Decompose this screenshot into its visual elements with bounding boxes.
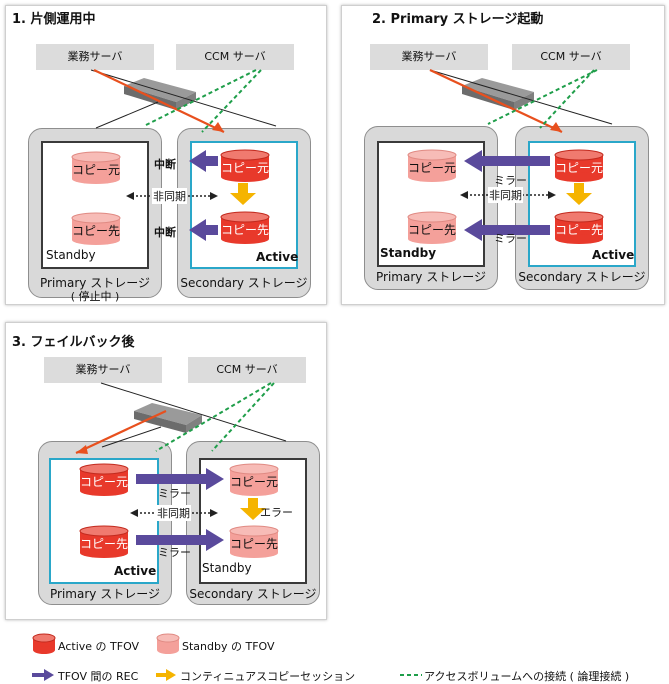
ccm-server: CCM サーバ xyxy=(188,357,306,383)
disk-label: コピー元 xyxy=(229,475,278,489)
standby-state: Standby xyxy=(380,246,437,260)
rec-label-bottom: ミラー xyxy=(494,232,527,245)
async-label: 非同期 xyxy=(156,505,191,521)
copy-source-disk: コピー元 xyxy=(406,149,458,183)
legend-standby-label: Standby の TFOV xyxy=(182,640,275,653)
primary-storage-sublabel: ( 停止中 ) xyxy=(70,290,120,303)
legend-standby-disk-icon xyxy=(156,633,180,655)
active-state: Active xyxy=(592,248,635,262)
disk-label: コピー元 xyxy=(554,161,603,175)
error-label: エラー xyxy=(260,506,293,519)
disk-label: コピー先 xyxy=(229,537,278,551)
legend-access-label: アクセスボリュームへの接続 ( 論理接続 ) xyxy=(424,670,630,683)
disk-label: コピー先 xyxy=(79,537,128,551)
panel-one-sided-operation: 1. 片側運用中 業務サーバ CCM サーバ コピー元 xyxy=(5,5,327,305)
copy-arrow-icon xyxy=(156,669,176,681)
copy-target-disk-active: コピー先 xyxy=(78,525,130,559)
active-state: Active xyxy=(114,564,157,578)
panel-title: 3. フェイルバック後 xyxy=(12,335,135,350)
copy-target-disk: コピー先 xyxy=(406,211,458,245)
disk-label: コピー先 xyxy=(71,224,120,238)
primary-storage-label: Primary ストレージ xyxy=(376,270,486,284)
panel-title: 1. 片側運用中 xyxy=(12,12,96,27)
secondary-storage-label: Secondary ストレージ xyxy=(180,276,308,290)
rec-label-bottom: 中断 xyxy=(154,226,176,239)
async-label: 非同期 xyxy=(152,188,187,204)
ccm-server: CCM サーバ xyxy=(176,44,294,70)
standby-state: Standby xyxy=(202,561,252,575)
legend-copy-label: コンティニュアスコピーセッション xyxy=(180,670,356,683)
rec-label-top: ミラー xyxy=(494,174,527,187)
legend-rec-label: TFOV 間の REC xyxy=(58,670,139,683)
copy-target-disk: コピー先 xyxy=(228,525,280,559)
copy-source-disk-active: コピー元 xyxy=(78,463,130,497)
rec-label-top: ミラー xyxy=(158,487,191,500)
copy-source-disk-active: コピー元 xyxy=(553,149,605,183)
secondary-storage-label: Secondary ストレージ xyxy=(518,270,646,284)
business-server: 業務サーバ xyxy=(36,44,154,70)
copy-target-disk: コピー先 xyxy=(70,212,122,246)
business-server: 業務サーバ xyxy=(370,44,488,70)
panel-three-connections xyxy=(75,382,287,551)
primary-storage-label: Primary ストレージ xyxy=(40,276,150,290)
panel-title: 2. Primary ストレージ起動 xyxy=(372,12,544,27)
legend-active-disk-icon xyxy=(32,633,56,655)
copy-target-disk-active: コピー先 xyxy=(553,211,605,245)
panel-failback: 3. フェイルバック後 業務サーバ CCM サーバ コピー元 コピー先 xyxy=(5,322,327,620)
panel-two-connections xyxy=(429,69,613,241)
disk-label: コピー元 xyxy=(220,161,269,175)
disk-label: コピー先 xyxy=(407,223,456,237)
active-state: Active xyxy=(256,250,299,264)
async-label: 非同期 xyxy=(488,187,523,203)
rec-label-bottom: ミラー xyxy=(158,546,191,559)
disk-label: コピー先 xyxy=(554,223,603,237)
standby-state: Standby xyxy=(46,248,96,262)
disk-label: コピー元 xyxy=(71,163,120,177)
copy-source-disk-active: コピー元 xyxy=(219,149,271,183)
disk-label: コピー元 xyxy=(407,161,456,175)
ccm-server: CCM サーバ xyxy=(512,44,630,70)
primary-storage-label: Primary ストレージ xyxy=(50,587,160,601)
legend-active-label: Active の TFOV xyxy=(58,640,140,653)
copy-source-disk: コピー元 xyxy=(70,151,122,185)
disk-label: コピー先 xyxy=(220,223,269,237)
network-switch xyxy=(134,403,202,433)
business-server: 業務サーバ xyxy=(44,357,162,383)
disk-label: コピー元 xyxy=(79,475,128,489)
rec-arrow-icon xyxy=(32,669,54,681)
copy-target-disk-active: コピー先 xyxy=(219,211,271,245)
copy-source-disk: コピー元 xyxy=(228,463,280,497)
panel-primary-start: 2. Primary ストレージ起動 業務サーバ CCM サーバ コピー元 コピ… xyxy=(341,5,665,305)
rec-label-top: 中断 xyxy=(154,158,176,171)
secondary-storage-label: Secondary ストレージ xyxy=(189,587,317,601)
